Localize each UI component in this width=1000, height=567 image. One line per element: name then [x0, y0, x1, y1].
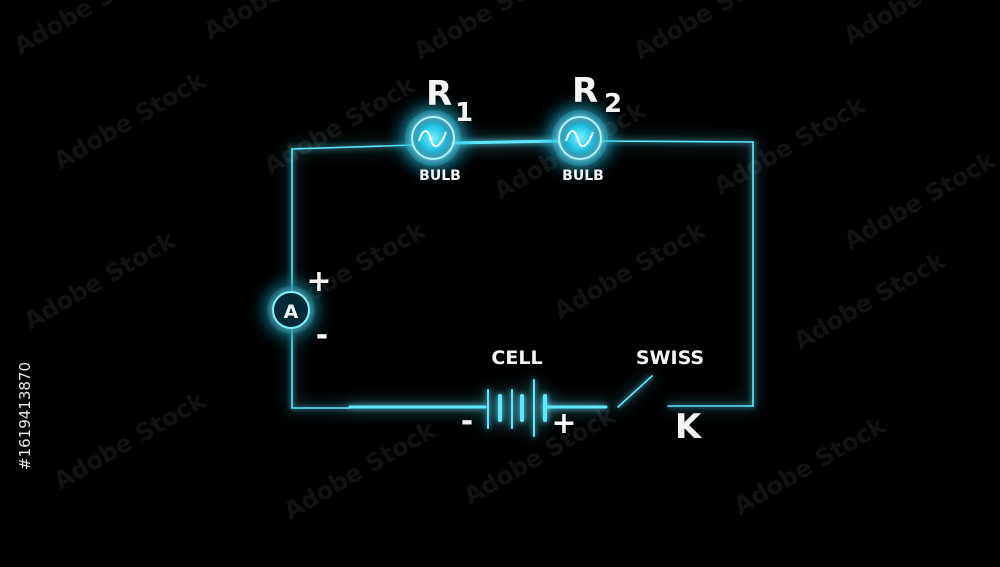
watermark-text: Adobe Stock [459, 401, 621, 511]
bulb-icon [405, 110, 461, 166]
r2-subscript: 2 [604, 89, 622, 119]
ammeter-minus-sign: - [316, 318, 328, 353]
ammeter-icon [267, 286, 315, 334]
watermark-text: Adobe Stock [729, 411, 891, 521]
stock-id-text: #161941387​0 [16, 362, 34, 470]
watermark-text: Adobe Stock [409, 0, 571, 65]
switch-blade [617, 375, 653, 408]
watermark-text: Adobe Stock [549, 216, 711, 326]
wire-top-right [597, 140, 754, 407]
r2-letter: R [572, 71, 598, 111]
cell-label: CELL [491, 347, 542, 369]
watermark-text: Adobe Stock [9, 0, 171, 60]
r1-caption: BULB [419, 168, 461, 184]
watermark-text: Adobe Stock [199, 0, 361, 45]
r1-subscript: 1 [455, 98, 473, 128]
cell-minus-sign: - [461, 404, 473, 439]
wire-bottom-left [291, 328, 351, 409]
r2-caption: BULB [562, 168, 604, 184]
switch-key-label: K [675, 407, 703, 447]
ammeter-plus-sign: + [306, 264, 331, 299]
watermark-text: Adobe Stock [279, 416, 441, 526]
wire-between-bulbs [450, 139, 563, 145]
switch-label: SWISS [636, 347, 704, 369]
ammeter-symbol: A [284, 301, 299, 323]
watermark-text: Adobe Stock [49, 386, 211, 496]
watermark-text: Adobe Stock [629, 0, 791, 65]
watermark-text: Adobe Stock [789, 246, 951, 356]
r1-letter: R [426, 74, 452, 114]
watermark-text: Adobe Stock [709, 91, 871, 201]
watermark-text: Adobe Stock [839, 146, 1000, 256]
watermark-text: Adobe Stock [259, 71, 421, 181]
watermark-text: Adobe Stock [19, 226, 181, 336]
cell-icon [487, 379, 547, 437]
watermark-layer: Adobe Stock Adobe Stock Adobe Stock Adob… [9, 0, 1000, 525]
circuit-wires [291, 139, 754, 409]
watermark-text: Adobe Stock [839, 0, 1000, 50]
watermark-text: Adobe Stock [49, 66, 211, 176]
bulb-icon [552, 110, 608, 166]
cell-plus-sign: + [551, 406, 576, 441]
wire-top-left [291, 144, 415, 292]
